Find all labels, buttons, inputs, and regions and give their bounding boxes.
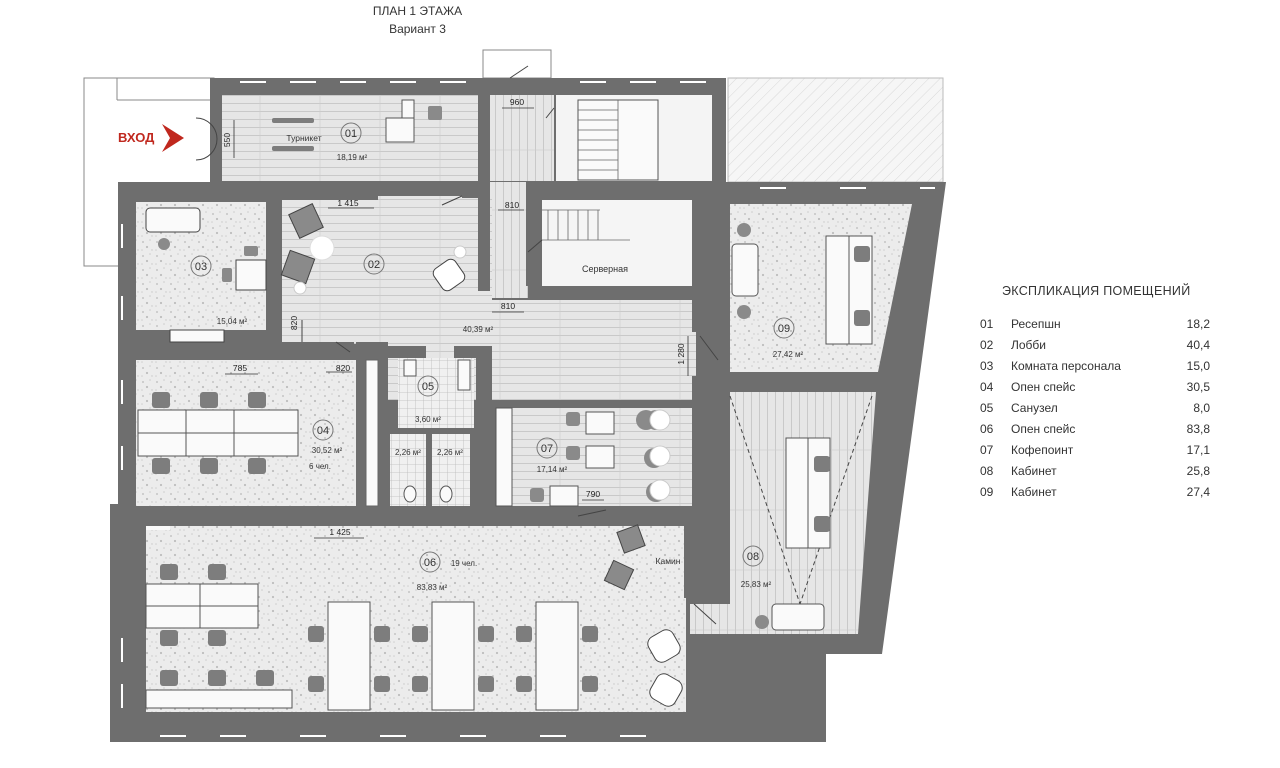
legend-num: 07 xyxy=(980,443,994,457)
room-number-01: 01 xyxy=(345,128,357,140)
dimension-label: 810 xyxy=(501,301,515,311)
legend-row: 06 Опен спейс 83,8 xyxy=(980,419,1210,440)
legend-room-area: 25,8 xyxy=(1186,464,1210,478)
room-area-04: 30,52 м² xyxy=(312,446,343,455)
dimension-label: 960 xyxy=(510,97,524,107)
wc2-area: 2,26 м² xyxy=(437,448,463,457)
entrance-label: ВХОД xyxy=(118,130,155,145)
legend-row: 04 Опен спейс 30,5 xyxy=(980,377,1210,398)
doors xyxy=(195,65,719,625)
room-area-07: 17,14 м² xyxy=(537,465,568,474)
room-area-03: 15,04 м² xyxy=(217,317,248,326)
legend-room-name: Лобби xyxy=(1011,338,1046,352)
lobby-furniture xyxy=(280,203,467,295)
legend-title: ЭКСПЛИКАЦИЯ ПОМЕЩЕНИЙ xyxy=(1002,284,1191,298)
windows xyxy=(121,81,935,737)
interior-walls xyxy=(118,95,878,604)
legend-num: 09 xyxy=(980,485,994,499)
turnstile xyxy=(272,118,314,151)
legend-room-area: 27,4 xyxy=(1186,485,1210,499)
kitchen-furniture xyxy=(495,407,671,507)
room-people-06: 19 чел. xyxy=(451,559,477,568)
sanitary-fixtures xyxy=(403,359,471,503)
desks-room04 xyxy=(137,359,379,507)
legend-row: 02 Лобби 40,4 xyxy=(980,335,1210,356)
legend-room-area: 40,4 xyxy=(1186,338,1210,352)
room-number-circles xyxy=(190,122,795,573)
room-number-03: 03 xyxy=(195,261,207,273)
dimension-label: 785 xyxy=(233,363,247,373)
staircase xyxy=(542,99,659,241)
dimension-label: 820 xyxy=(336,363,350,373)
legend-num: 01 xyxy=(980,317,994,331)
legend-room-area: 18,2 xyxy=(1186,317,1210,331)
office09-furniture xyxy=(731,223,873,345)
legend-num: 02 xyxy=(980,338,994,352)
legend-row: 08 Кабинет 25,8 xyxy=(980,461,1210,482)
dimension-label: 1 280 xyxy=(676,343,686,365)
dimension-label: 790 xyxy=(586,489,600,499)
legend-row: 05 Санузел 8,0 xyxy=(980,398,1210,419)
legend-num: 05 xyxy=(980,401,994,415)
dimension-label: 1 415 xyxy=(337,198,359,208)
server-room-label: Серверная xyxy=(582,264,628,274)
legend-row: 01 Ресепшн 18,2 xyxy=(980,314,1210,335)
legend-row: 03 Комната персонала 15,0 xyxy=(980,356,1210,377)
room-number-09: 09 xyxy=(778,323,790,335)
legend-room-area: 15,0 xyxy=(1186,359,1210,373)
legend-room-name: Санузел xyxy=(1011,401,1058,415)
office08-furniture xyxy=(729,395,873,631)
reception-desk xyxy=(385,99,442,143)
legend-room-area: 8,0 xyxy=(1193,401,1210,415)
legend-row: 09 Кабинет 27,4 xyxy=(980,482,1210,503)
room-area-05: 3,60 м² xyxy=(415,415,441,424)
room-area-01: 18,19 м² xyxy=(337,153,368,162)
desks-room06 xyxy=(145,524,683,711)
legend-num: 04 xyxy=(980,380,994,394)
room-number-06: 06 xyxy=(424,557,436,569)
room-legend: ЭКСПЛИКАЦИЯ ПОМЕЩЕНИЙ 01 Ресепшн 18,2 02 Ло… xyxy=(980,284,1210,503)
dimension-lines xyxy=(225,107,689,539)
plan-title: ПЛАН 1 ЭТАЖА xyxy=(372,4,463,18)
dimension-label: 810 xyxy=(505,200,519,210)
entrance-arrow-icon xyxy=(162,124,184,152)
plan-subtitle: Вариант 3 xyxy=(389,22,446,36)
room-area-08: 25,83 м² xyxy=(741,580,772,589)
dimension-label: 1 425 xyxy=(329,527,351,537)
wc1-area: 2,26 м² xyxy=(395,448,421,457)
room-area-06: 83,83 м² xyxy=(417,583,448,592)
room-number-08: 08 xyxy=(747,551,759,563)
legend-room-area: 17,1 xyxy=(1186,443,1210,457)
room-number-05: 05 xyxy=(422,381,434,393)
legend-room-area: 30,5 xyxy=(1186,380,1210,394)
legend-num: 06 xyxy=(980,422,994,436)
legend-room-name: Кабинет xyxy=(1011,464,1057,478)
room-number-02: 02 xyxy=(368,259,380,271)
legend-row: 07 Кофепоинт 17,1 xyxy=(980,440,1210,461)
legend-room-name: Опен спейс xyxy=(1011,380,1076,394)
legend-room-name: Опен спейс xyxy=(1011,422,1076,436)
sofa-room03 xyxy=(145,207,267,343)
legend-room-name: Ресепшн xyxy=(1011,317,1061,331)
legend-room-area: 83,8 xyxy=(1186,422,1210,436)
dimension-label: 820 xyxy=(289,316,299,330)
room-people-04: 6 чел. xyxy=(309,462,331,471)
room-area-09: 27,42 м² xyxy=(773,350,804,359)
legend-room-name: Комната персонала xyxy=(1011,359,1121,373)
dimension-label: 550 xyxy=(222,133,232,147)
legend-num: 03 xyxy=(980,359,994,373)
legend-room-name: Кабинет xyxy=(1011,485,1057,499)
legend-room-name: Кофепоинт xyxy=(1011,443,1074,457)
room-number-04: 04 xyxy=(317,425,329,437)
fireplace-label: Камин xyxy=(656,556,681,566)
room-area-02: 40,39 м² xyxy=(463,325,494,334)
room-number-07: 07 xyxy=(541,443,553,455)
legend-num: 08 xyxy=(980,464,994,478)
turnstile-label: Турникет xyxy=(286,133,321,143)
